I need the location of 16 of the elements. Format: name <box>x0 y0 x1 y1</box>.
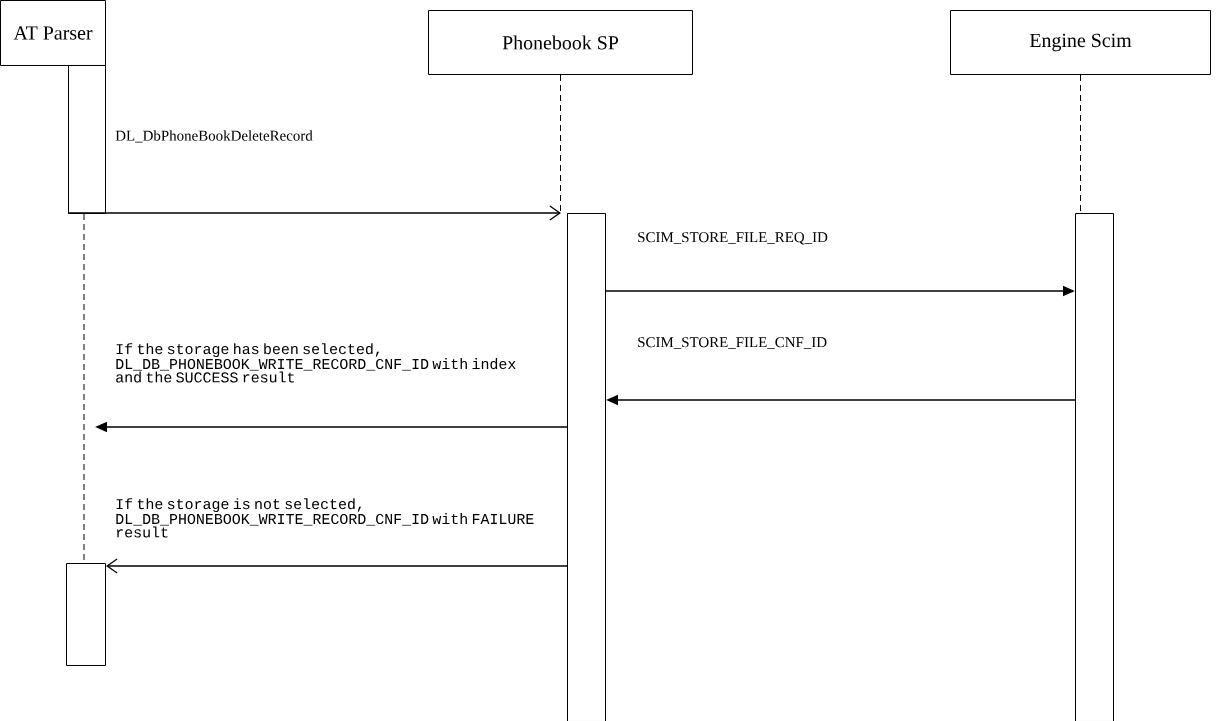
lifeline-box: Engine Scim <box>950 10 1211 75</box>
message-arrow <box>106 558 568 574</box>
activation-bar <box>567 213 606 721</box>
edge-label: DL_DbPhoneBookDeleteRecord <box>115 130 313 143</box>
message-arrow <box>67 205 561 221</box>
edge-label: SCIM_STORE_FILE_REQ_ID <box>638 232 828 245</box>
activation-bar <box>68 65 106 214</box>
edge-label: If the storage is not selected, DL_DB_PHONEBOOK_WRITE_RECORD_CNF_ID with FAILURE result <box>116 498 534 538</box>
lifeline-box: AT Parser <box>0 0 106 66</box>
lifeline-box: Phonebook SP <box>428 10 693 75</box>
activation-bar <box>1075 213 1114 721</box>
lifeline <box>560 74 561 214</box>
activation-bar <box>66 563 106 666</box>
edge-label: If the storage has been selected, DL_DB_PHONEBOOK_WRITE_RECORD_CNF_ID with index and the SUCCESS result <box>116 343 516 383</box>
lifeline <box>1080 74 1081 214</box>
edge-label: SCIM_STORE_FILE_CNF_ID <box>638 337 827 349</box>
